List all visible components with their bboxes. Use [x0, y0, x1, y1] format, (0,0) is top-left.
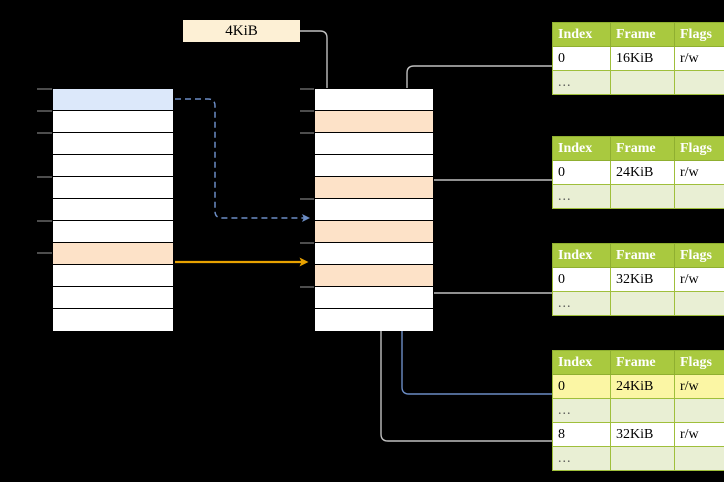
table1-to-physical-connector	[403, 65, 552, 188]
memory-cell	[315, 111, 433, 133]
table-cell: 8	[552, 422, 611, 447]
memory-cell	[53, 309, 173, 331]
table-cell	[674, 70, 724, 95]
memory-cell	[53, 287, 173, 309]
memory-cell	[315, 243, 433, 265]
memory-cell	[315, 89, 433, 111]
table-header-flags: Flags	[674, 136, 724, 161]
table-header-frame: Frame	[610, 350, 675, 375]
table4-row0-to-physical-connector	[398, 224, 552, 395]
table-cell: ...	[552, 184, 611, 209]
table-cell: r/w	[674, 46, 724, 71]
memory-cell	[315, 133, 433, 155]
memory-cell	[315, 177, 433, 199]
table-cell: r/w	[674, 267, 724, 292]
size-label: 4KiB	[183, 20, 300, 42]
memory-cell	[53, 177, 173, 199]
table-header-frame: Frame	[610, 136, 675, 161]
memory-cell	[53, 133, 173, 155]
table-cell	[674, 291, 724, 316]
table-cell: ...	[552, 398, 611, 423]
memory-cell	[315, 287, 433, 309]
table-cell: 32KiB	[610, 422, 675, 447]
table-header-frame: Frame	[610, 243, 675, 268]
table-header-flags: Flags	[674, 350, 724, 375]
table-cell: 0	[552, 267, 611, 292]
memory-cell	[53, 199, 173, 221]
table-cell: 24KiB	[610, 374, 675, 399]
table-header-frame: Frame	[610, 22, 675, 47]
table-cell	[610, 398, 675, 423]
table-header-index: Index	[552, 350, 611, 375]
memory-cell	[315, 155, 433, 177]
memory-cell	[53, 111, 173, 133]
table-cell	[610, 291, 675, 316]
table-row-ellipsis: ...	[552, 446, 724, 471]
table-header-index: Index	[552, 243, 611, 268]
physical-memory-column	[314, 88, 434, 331]
table-row-ellipsis: ...	[552, 398, 724, 423]
table-cell	[674, 398, 724, 423]
table-row-ellipsis: ...	[552, 70, 724, 95]
table-cell: ...	[552, 446, 611, 471]
memory-cell	[53, 221, 173, 243]
table-cell: 0	[552, 374, 611, 399]
table-cell: 0	[552, 160, 611, 185]
memory-cell	[315, 309, 433, 331]
table-cell	[610, 70, 675, 95]
table-header-index: Index	[552, 22, 611, 47]
memory-cell	[53, 243, 173, 265]
table2-to-physical-connector	[417, 179, 552, 232]
memory-cell	[315, 265, 433, 287]
virtual-address-space-column	[52, 88, 174, 331]
table-cell: ...	[552, 70, 611, 95]
table-header-flags: Flags	[674, 243, 724, 268]
memory-cell	[53, 155, 173, 177]
table-cell	[610, 446, 675, 471]
physical-column-ticks	[300, 88, 315, 288]
table-row-ellipsis: ...	[552, 291, 724, 316]
table-cell: 16KiB	[610, 46, 675, 71]
memory-cell	[315, 199, 433, 221]
table-row-ellipsis: ...	[552, 184, 724, 209]
table-header-index: Index	[552, 136, 611, 161]
table-header-flags: Flags	[674, 22, 724, 47]
table-cell: ...	[552, 291, 611, 316]
table-cell: r/w	[674, 160, 724, 185]
size-label-connector	[300, 30, 331, 122]
table-cell: r/w	[674, 374, 724, 399]
virtual-column-ticks	[37, 88, 52, 254]
memory-cell	[315, 221, 433, 243]
table-cell: r/w	[674, 422, 724, 447]
memory-cell	[53, 265, 173, 287]
table-cell	[610, 184, 675, 209]
virtual-blue-mapping-arrow	[175, 98, 310, 222]
table-cell: 0	[552, 46, 611, 71]
table-cell: 24KiB	[610, 160, 675, 185]
memory-cell	[53, 89, 173, 111]
table-cell	[674, 184, 724, 209]
table-cell: 32KiB	[610, 267, 675, 292]
table-cell	[674, 446, 724, 471]
